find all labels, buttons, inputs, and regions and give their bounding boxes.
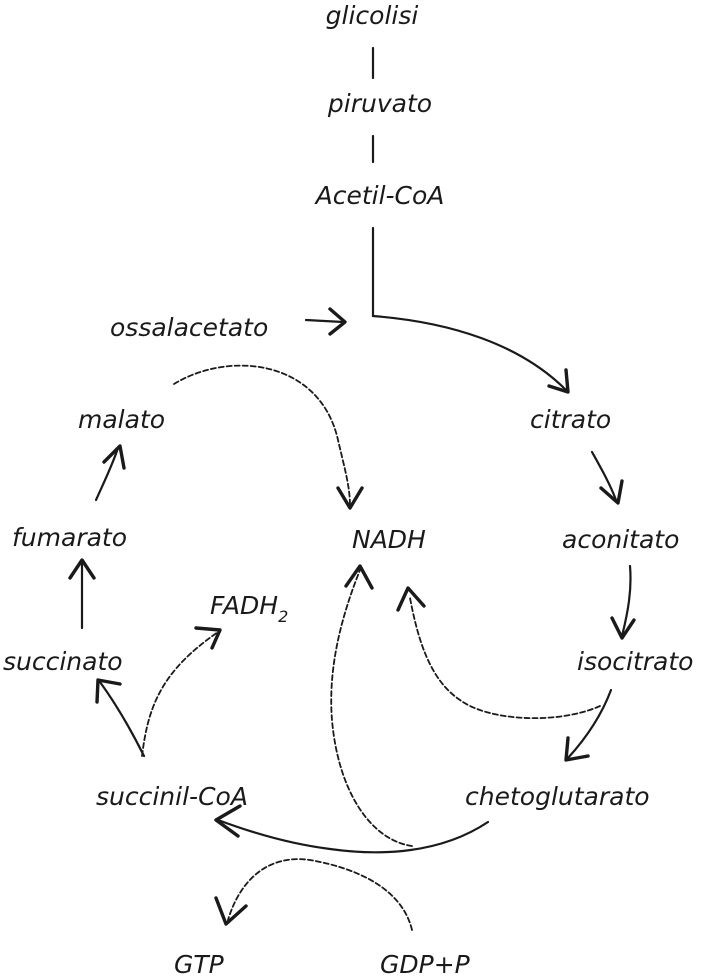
label-acetil-coa: Acetil-CoA [314, 181, 445, 210]
label-glicolisi: glicolisi [326, 1, 419, 30]
label-gdp-p: GDP+P [380, 950, 471, 978]
arrowhead-chetoglutarato [564, 736, 590, 762]
label-fadh2-subscript: 2 [278, 607, 288, 626]
label-fadh2: FADH2 [210, 591, 288, 626]
arrowhead-gtp [214, 896, 248, 926]
arrowhead-fumarato [68, 558, 96, 580]
arrow-chetoglutarato-to-succinil-coa [216, 818, 490, 854]
label-succinil-coa: succinil-CoA [96, 782, 248, 811]
label-fadh2-main: FADH [210, 591, 278, 620]
arrow-ossalacetato-entry [304, 318, 345, 324]
label-nadh: NADH [352, 525, 426, 554]
dashed-chetoglutarato-to-nadh [330, 569, 413, 847]
arrow-isocitrato-to-chetoglutarato [566, 688, 613, 760]
arrowhead-fadh2 [194, 626, 222, 650]
arrow-acetil-coa-to-citrato [371, 226, 568, 392]
arrowhead-malato [102, 444, 126, 470]
label-aconitato: aconitato [562, 525, 679, 554]
arrowhead-nadh-top [336, 486, 364, 510]
label-isocitrato: isocitrato [577, 647, 693, 676]
dashed-gdp-to-gtp [227, 858, 413, 931]
arrowhead-citrato [547, 368, 570, 394]
label-ossalacetato: ossalacetato [110, 313, 268, 342]
arrow-succinil-coa-to-succinato [98, 680, 146, 758]
arrow-citrato-to-aconitato [590, 450, 618, 502]
label-gtp: GTP [174, 950, 225, 978]
arrowhead-isocitrato [610, 616, 636, 640]
label-chetoglutarato: chetoglutarato [465, 782, 650, 811]
label-piruvato: piruvato [327, 89, 432, 118]
arrow-aconitato-to-isocitrato [620, 564, 632, 638]
dashed-isocitrato-to-nadh [409, 597, 601, 720]
arrowhead-succinil-coa [214, 804, 242, 838]
arrowhead-aconitato [599, 479, 624, 505]
arrowhead-succinato [95, 678, 122, 704]
dashed-malato-to-nadh [173, 364, 351, 507]
label-citrato: citrato [530, 405, 611, 434]
label-succinato: succinato [3, 647, 123, 676]
arrow-fumarato-to-malato [94, 446, 120, 502]
arrowhead-nadh-left [344, 564, 374, 590]
dashed-succinil-coa-to-fadh2 [141, 631, 219, 757]
label-malato: malato [78, 405, 165, 434]
arrowhead-ossalacetato-entry [328, 307, 347, 336]
label-fumarato: fumarato [12, 523, 127, 552]
arrowhead-nadh-right [396, 586, 426, 612]
